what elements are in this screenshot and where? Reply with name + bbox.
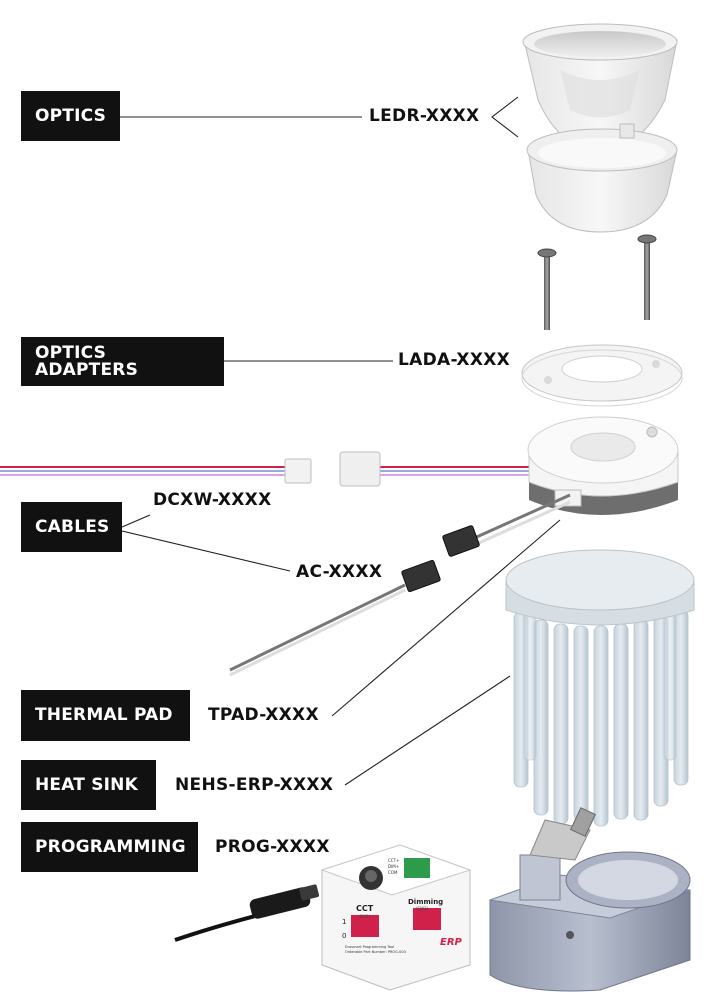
- part-prog: PROG-XXXX: [215, 837, 330, 857]
- programmer-num-zero: 0: [342, 932, 346, 940]
- optic-reflector-top: [522, 23, 678, 151]
- part-nehs: NEHS-ERP-XXXX: [175, 775, 334, 795]
- dcxw-cable: [0, 451, 530, 487]
- programmer-top-label-3: COM: [388, 870, 398, 875]
- part-ledr: LEDR-XXXX: [369, 106, 480, 126]
- optic-reflector-bottom: [526, 123, 678, 233]
- label-thermal-pad: THERMAL PAD: [21, 690, 190, 741]
- mounting-screws: [537, 234, 657, 330]
- part-dcxw: DCXW-XXXX: [153, 490, 272, 510]
- part-lada: LADA-XXXX: [398, 350, 511, 370]
- label-programming: PROGRAMMING: [21, 822, 198, 872]
- programmer-box: CCT (SW1) Dimming (SW2) 1 0 CCT+ DIM+ CO…: [320, 844, 472, 991]
- programmer-cct-sub: (SW1): [358, 914, 371, 919]
- label-heat-sink: HEAT SINK: [21, 760, 156, 810]
- optics-adapter-ring: [521, 344, 683, 407]
- leader-cables-dcxw: [121, 514, 151, 528]
- programming-fixture: [489, 807, 691, 992]
- leader-cables-ac: [121, 530, 291, 572]
- programmer-dimming-sub: (SW2): [416, 906, 429, 911]
- programmer-cct-label: CCT: [356, 904, 374, 913]
- programmer-brand-logo: ERP: [440, 937, 463, 948]
- programmer-footer-line1: Ecosmart Programming Tool: [345, 945, 394, 949]
- programmer-top-label-2: DIM+: [388, 864, 399, 869]
- leader-tpad: [331, 519, 561, 717]
- label-optics: OPTICS: [21, 91, 120, 141]
- leader-nehs: [344, 675, 511, 786]
- label-cables: CABLES: [21, 502, 122, 552]
- led-module: [527, 416, 679, 515]
- part-tpad: TPAD-XXXX: [208, 705, 319, 725]
- programmer-num-one: 1: [342, 918, 346, 926]
- programming-cable: [174, 884, 320, 942]
- ac-cable: [229, 493, 571, 677]
- label-optics-adapters: OPTICS ADAPTERS: [21, 337, 224, 386]
- programmer-dimming-label: Dimming: [408, 898, 443, 906]
- programmer-footer-line2: Orderable Part Number: PROG-004: [345, 950, 407, 954]
- part-ac: AC-XXXX: [296, 562, 383, 582]
- leader-ledr: [491, 96, 519, 138]
- leader-lines: [120, 96, 561, 786]
- heat-sink: [505, 549, 695, 827]
- programmer-top-label-1: CCT+: [388, 858, 399, 863]
